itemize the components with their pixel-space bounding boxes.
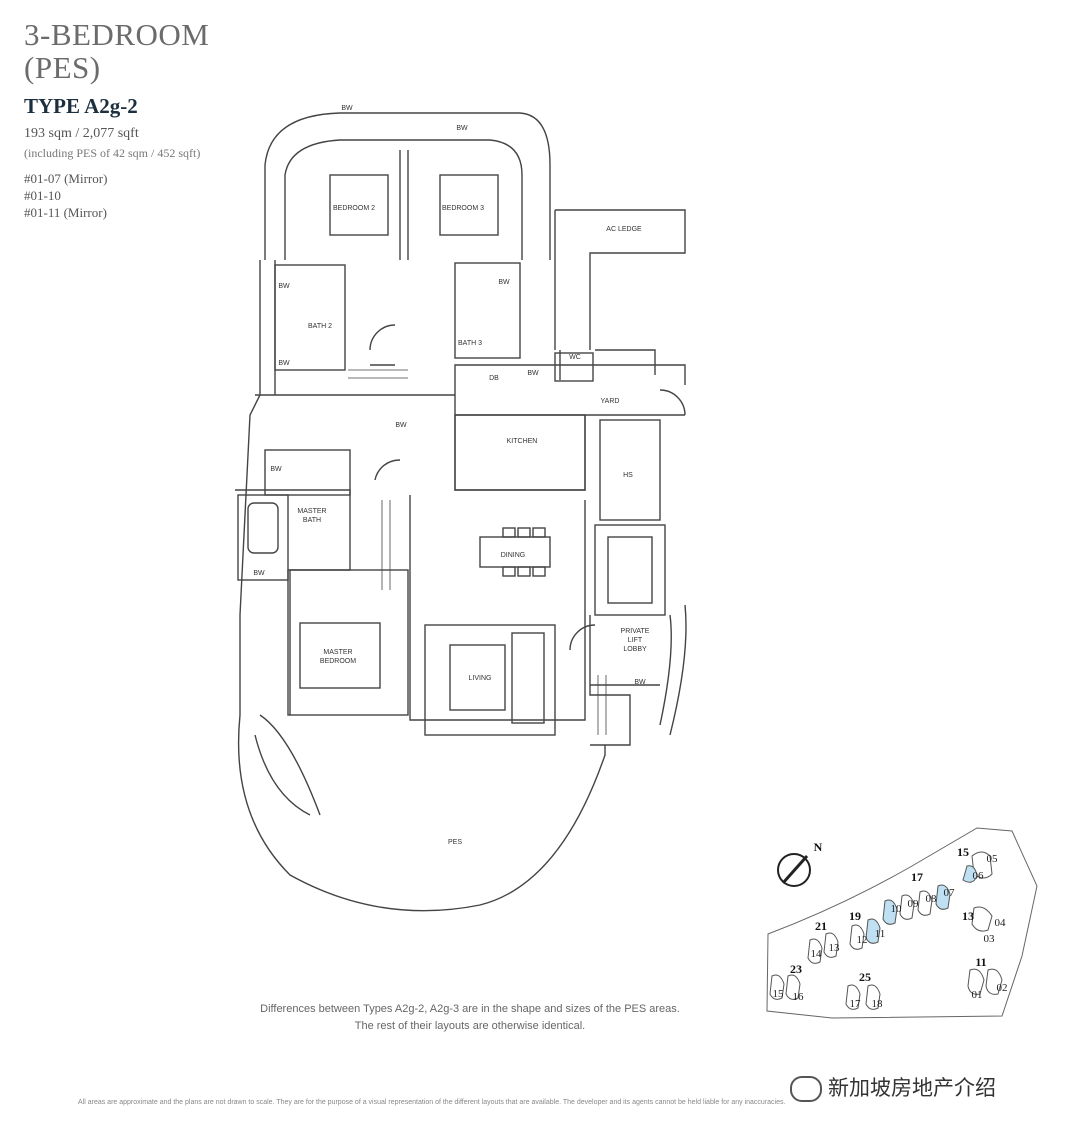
label-bw-corridor: BW: [395, 422, 407, 429]
site-boundary: [766, 827, 1038, 1019]
unit-label-06: 06: [973, 870, 985, 882]
disclaimer: All areas are approximate and the plans …: [78, 1099, 786, 1106]
bath-3-outline: [454, 262, 521, 359]
unit-label-17: 17: [850, 998, 862, 1010]
bathtub: [247, 502, 279, 554]
unit-label-12: 12: [857, 934, 868, 946]
unit-label-09: 09: [908, 898, 920, 910]
block-label-19: 19: [849, 909, 861, 923]
title-line-1: 3-BEDROOM: [24, 17, 210, 52]
label-bedroom-3: BEDROOM 3: [442, 205, 484, 212]
unit-label-05: 05: [987, 853, 999, 865]
label-bw-top-1: BW: [341, 105, 353, 112]
kitchen-outline: [454, 414, 586, 491]
label-bw-top-2: BW: [456, 125, 468, 132]
hs-room: [599, 419, 661, 521]
unit-number-1: #01-07 (Mirror): [24, 171, 108, 186]
pes-area-note: (including PES of 42 sqm / 452 sqft): [24, 146, 201, 160]
unit-label-10: 10: [891, 903, 903, 915]
label-hs: HS: [623, 472, 633, 479]
block-label-11: 11: [975, 955, 986, 969]
unit-label-04: 04: [995, 917, 1007, 929]
lift-core: [594, 524, 666, 616]
label-private-3: LOBBY: [623, 646, 647, 653]
label-wc: WC: [569, 354, 581, 361]
unit-number-2: #01-10: [24, 188, 61, 203]
master-bedroom-outline: [287, 569, 409, 716]
label-pes: PES: [448, 839, 462, 846]
label-living: LIVING: [469, 675, 492, 682]
unit-label-15: 15: [773, 988, 785, 1000]
north-compass-icon: N: [777, 840, 823, 887]
label-bw-master: BW: [270, 466, 282, 473]
title-line-2: (PES): [24, 50, 101, 85]
unit-type: TYPE A2g-2: [24, 94, 138, 118]
label-bedroom-2: BEDROOM 2: [333, 205, 375, 212]
label-private-2: LIFT: [628, 637, 643, 644]
unit-label-02: 02: [997, 982, 1008, 994]
unit-label-13: 13: [829, 942, 841, 954]
unit-area: 193 sqm / 2,077 sqft: [24, 126, 139, 141]
label-bath-3: BATH 3: [458, 340, 482, 347]
watermark-text: 新加坡房地产介绍: [828, 1076, 996, 1100]
label-bath-2: BATH 2: [308, 323, 332, 330]
label-bw-bath2-bottom: BW: [278, 360, 290, 367]
page-title: 3-BEDROOM (PES): [24, 18, 209, 84]
bathtub-area: [237, 494, 289, 581]
block-label-17: 17: [911, 870, 923, 884]
label-master-bath-1: MASTER: [297, 508, 326, 515]
label-yard: YARD: [601, 398, 620, 405]
site-plan: N 15 05 06 17 10 09 08 07 19 12 11 21 14…: [766, 827, 1038, 1019]
wc-outline: [554, 352, 594, 382]
pes-outline: [237, 714, 606, 912]
label-master-bed-1: MASTER: [323, 649, 352, 656]
unit-number-3: #01-11 (Mirror): [24, 205, 107, 220]
label-kitchen: KITCHEN: [507, 438, 538, 445]
unit-label-03: 03: [984, 933, 996, 945]
unit-label-01: 01: [972, 989, 983, 1001]
floor-plan: BEDROOM 2 BEDROOM 3 AC LEDGE BATH 2 BATH…: [235, 105, 687, 912]
differences-note-2: The rest of their layouts are otherwise …: [354, 1020, 586, 1032]
block-label-13: 13: [962, 909, 974, 923]
top-window-band: [264, 112, 551, 260]
living-rug: [449, 644, 506, 711]
bedroom-2-bed: [329, 174, 389, 236]
label-bw-service: BW: [527, 370, 539, 377]
label-master-bath-2: BATH: [303, 517, 321, 524]
label-bw-lobby: BW: [634, 679, 646, 686]
unit-label-07: 07: [944, 887, 956, 899]
watermark: 新加坡房地产介绍: [790, 1072, 996, 1102]
label-master-bed-2: BEDROOM: [320, 658, 356, 665]
sofa: [511, 632, 545, 724]
unit-label-14: 14: [811, 948, 823, 960]
label-bw-bath2-top: BW: [278, 283, 290, 290]
label-private-1: PRIVATE: [621, 628, 650, 635]
unit-label-11: 11: [875, 928, 886, 940]
block-label-15: 15: [957, 845, 969, 859]
master-bed: [299, 622, 381, 689]
north-label: N: [814, 840, 823, 854]
unit-label-16: 16: [793, 991, 805, 1003]
label-bw-bath3: BW: [498, 279, 510, 286]
label-ac-ledge: AC LEDGE: [606, 226, 642, 233]
chat-icon: [790, 1076, 822, 1102]
unit-label-08: 08: [926, 893, 938, 905]
block-label-25: 25: [859, 970, 871, 984]
block-label-23: 23: [790, 962, 802, 976]
differences-note-1: Differences between Types A2g-2, A2g-3 a…: [260, 1003, 680, 1015]
label-bw-bathtub: BW: [253, 570, 265, 577]
bedroom-3-bed: [439, 174, 499, 236]
unit-label-18: 18: [872, 998, 884, 1010]
living-outline: [424, 624, 556, 736]
label-dining: DINING: [501, 552, 526, 559]
label-db: DB: [489, 375, 499, 382]
bath-2-outline: [274, 264, 346, 371]
block-label-21: 21: [815, 919, 827, 933]
